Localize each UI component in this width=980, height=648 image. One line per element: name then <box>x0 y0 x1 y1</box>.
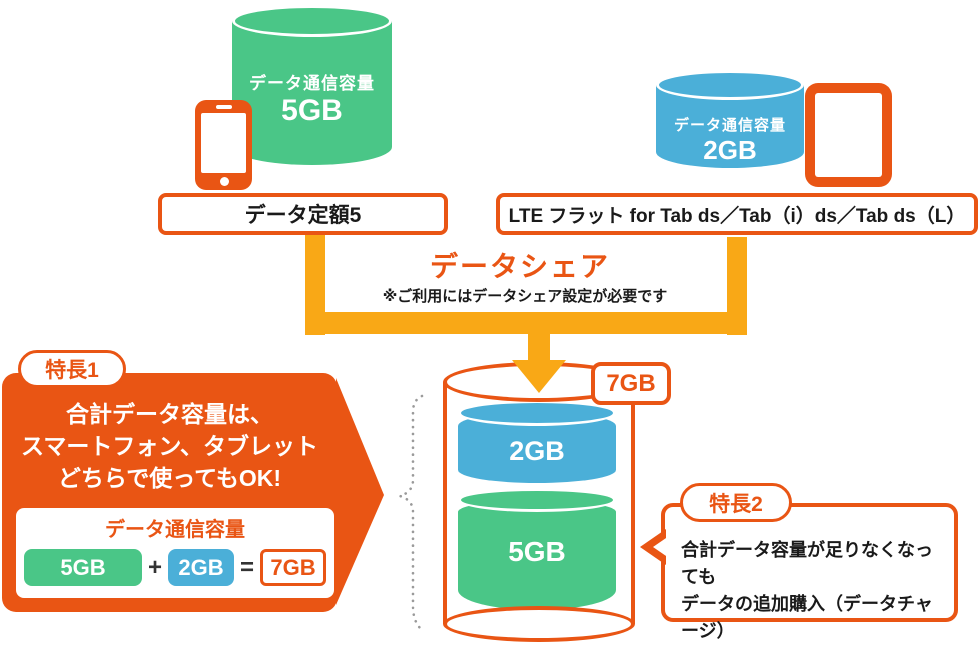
feature1-line: 合計データ容量は、 <box>66 401 273 427</box>
capacity-value: 5GB <box>281 94 343 127</box>
share-note: ※ご利用にはデータシェア設定が必要です <box>382 288 668 305</box>
smartphone-plan-box: データ定額5 <box>158 193 448 235</box>
smartphone-speaker <box>215 105 232 109</box>
cylinder-top-surface <box>232 5 392 37</box>
capacity-text: データ通信容量 2GB <box>656 114 804 165</box>
connector-horizontal-bar <box>305 312 747 334</box>
tank-bottom-rim <box>443 606 635 642</box>
plus-sign: + <box>147 553 162 581</box>
capacity-text: データ通信容量 5GB <box>232 69 392 128</box>
smartphone-home-button <box>219 177 229 186</box>
tank-tablet-section: 2GB <box>458 400 616 486</box>
feature1-badge: 特長1 <box>18 350 126 388</box>
feature2-pointer-inner <box>653 536 669 558</box>
feature1-line: スマートフォン、タブレット <box>21 433 318 459</box>
cylinder-body <box>232 21 392 165</box>
equation-2gb-pill: 2GB <box>168 549 234 586</box>
connector-left-bar <box>305 233 325 335</box>
tablet-icon <box>805 83 892 187</box>
connector-stem <box>528 334 550 362</box>
cylinder-body <box>458 500 616 610</box>
cylinder-top-surface <box>656 70 804 100</box>
connector-right-bar <box>727 237 747 335</box>
capacity-panel-title: データ通信容量 <box>105 519 245 541</box>
tank-total-badge: 7GB <box>591 362 671 405</box>
equation-total-box: 7GB <box>260 549 327 586</box>
tablet-plan-box: LTE フラット for Tab ds／Tab（i）ds／Tab ds（L） <box>496 193 978 235</box>
smartphone-icon <box>195 100 252 190</box>
combined-tank: 5GB 2GB <box>443 362 635 642</box>
feature1-text: 合計データ容量は、 スマートフォン、タブレット どちらで使ってもOK! <box>2 398 337 494</box>
feature1-bubble-point <box>336 378 384 605</box>
capacity-label: データ通信容量 <box>673 117 786 134</box>
cylinder-top-surface <box>458 400 616 426</box>
feature2-line: 合計データ容量が足りなくなっても <box>681 540 933 587</box>
smartphone-portion-label: 5GB <box>508 536 566 567</box>
tank-smartphone-section: 5GB <box>458 488 616 610</box>
smartphone-capacity-cylinder: データ通信容量 5GB <box>232 5 392 165</box>
feature1-capacity-panel: データ通信容量 5GB + 2GB = 7GB <box>16 508 334 598</box>
down-arrow-icon <box>512 360 566 393</box>
feature2-box: 合計データ容量が足りなくなっても データの追加購入（データチャージ） ができてシ… <box>661 503 958 641</box>
feature2-text: 合計データ容量が足りなくなっても データの追加購入（データチャージ） ができてシ… <box>681 537 940 648</box>
equation-5gb-pill: 5GB <box>23 549 142 586</box>
cylinder-top-surface <box>458 488 616 512</box>
feature1-line: どちらで使ってもOK! <box>57 465 282 491</box>
equals-sign: = <box>240 553 255 581</box>
capacity-value: 2GB <box>703 135 757 165</box>
capacity-label: データ通信容量 <box>249 74 375 93</box>
smartphone-screen <box>201 113 246 173</box>
tablet-screen <box>815 93 882 177</box>
capacity-equation: 5GB + 2GB = 7GB <box>16 549 334 586</box>
tablet-portion-label: 2GB <box>509 436 565 466</box>
tablet-capacity-cylinder: データ通信容量 2GB <box>656 70 804 168</box>
feature2-line: データの追加購入（データチャージ） <box>681 594 933 641</box>
share-title: データシェア <box>429 251 610 282</box>
dotted-brace <box>395 394 424 632</box>
feature2-badge: 特長2 <box>680 483 792 522</box>
